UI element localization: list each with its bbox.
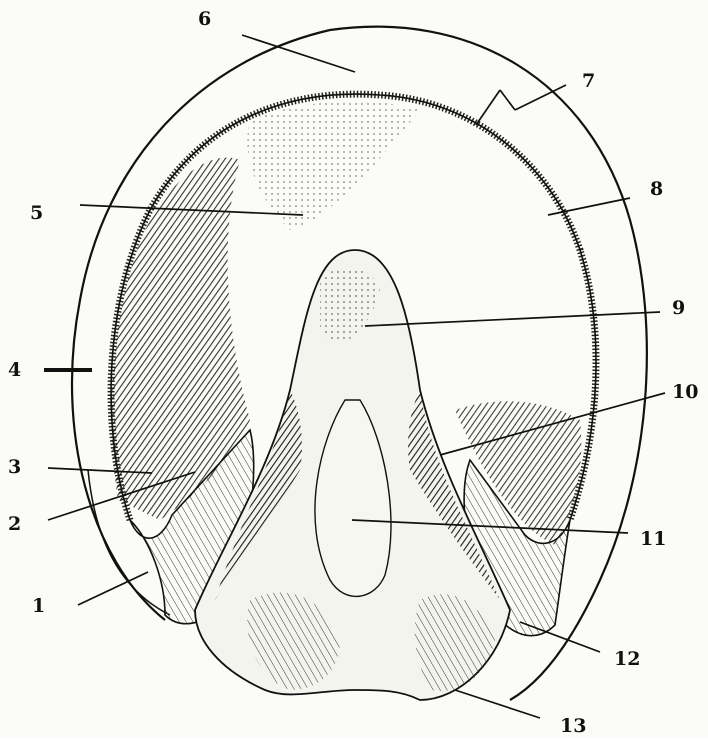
label-5: 5 [30,202,43,224]
label-2: 2 [8,513,21,535]
label-1: 1 [32,595,45,617]
label-13: 13 [560,715,586,737]
label-3: 3 [8,456,21,478]
label-9: 9 [672,297,685,319]
label-12: 12 [614,648,640,670]
label-7: 7 [582,70,595,92]
label-6: 6 [198,8,211,30]
sole-stipple-toe [247,101,420,230]
label-4: 4 [8,359,21,381]
label-11: 11 [640,528,666,550]
label-8: 8 [650,178,663,200]
label-10: 10 [672,381,698,403]
